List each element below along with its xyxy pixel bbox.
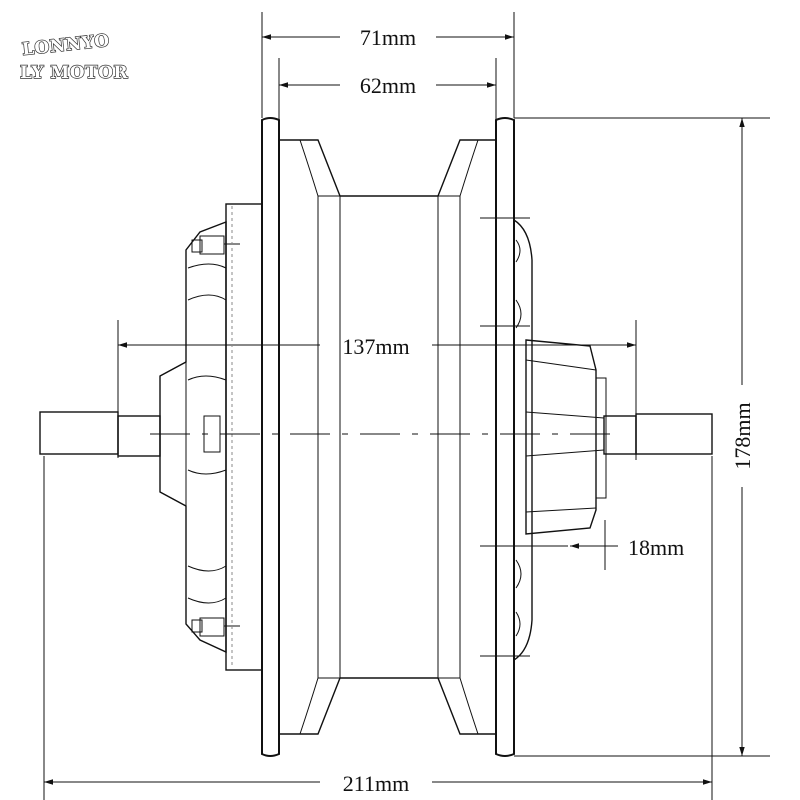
axle-left: [39, 411, 161, 457]
axle-right: [603, 413, 713, 455]
wheel-rim: [261, 117, 515, 757]
dim-label-18: 18mm: [628, 535, 684, 560]
brand-logo: LONNYO LY MOTOR: [19, 30, 129, 84]
extension-lines: [43, 12, 770, 800]
dimension-lines: [44, 34, 745, 785]
dim-label-137: 137mm: [342, 334, 409, 359]
logo-line-1: LONNYO: [21, 31, 110, 60]
dim-label-71: 71mm: [360, 25, 416, 50]
logo-line-2: LY MOTOR: [20, 63, 129, 83]
dim-label-178: 178mm: [730, 402, 755, 469]
right-cover: [480, 217, 607, 662]
dim-label-62: 62mm: [360, 73, 416, 98]
left-flange-plate: [225, 203, 263, 671]
left-cover: [159, 220, 240, 654]
dim-label-211: 211mm: [343, 771, 409, 796]
